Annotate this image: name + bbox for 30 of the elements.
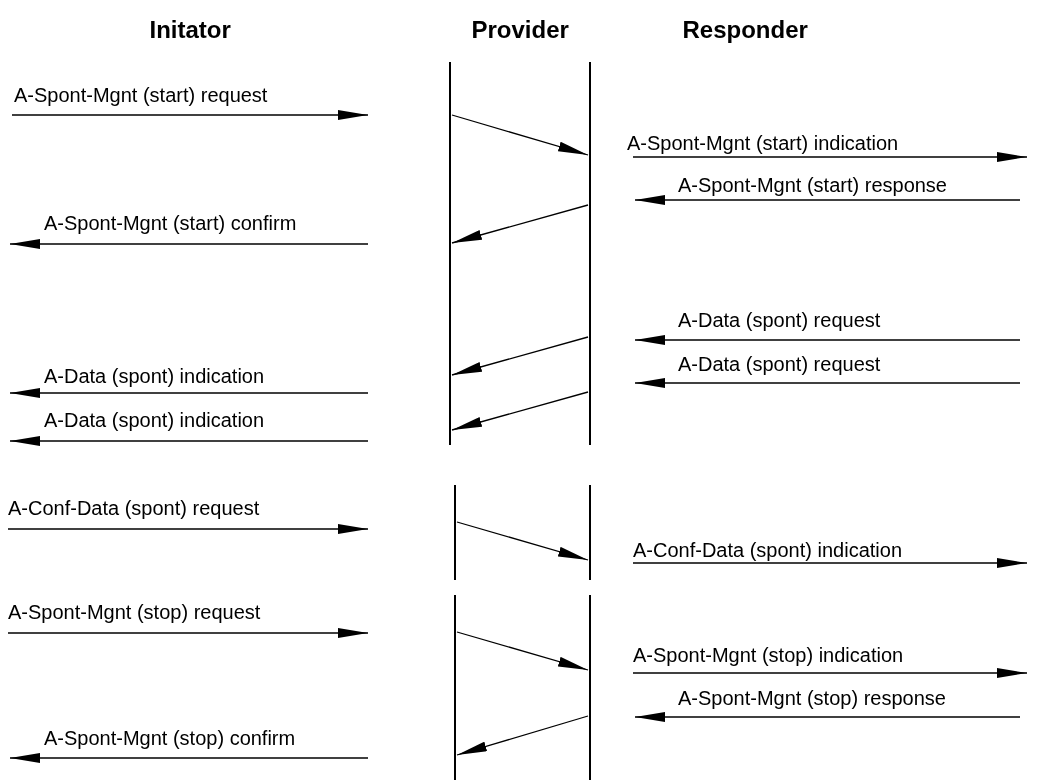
message-label: A-Spont-Mgnt (stop) request bbox=[8, 601, 261, 623]
message-arrow bbox=[451, 114, 589, 156]
lifeline bbox=[449, 62, 451, 445]
message-label: A-Spont-Mgnt (start) response bbox=[678, 174, 947, 196]
message-label: A-Spont-Mgnt (stop) indication bbox=[633, 644, 904, 666]
message-label: A-Spont-Mgnt (start) indication bbox=[627, 132, 899, 154]
message-label: A-Spont-Mgnt (stop) confirm bbox=[44, 727, 296, 749]
message-label: A-Data (spont) indication bbox=[44, 365, 265, 387]
column-heading: Responder bbox=[682, 16, 808, 44]
lifeline bbox=[589, 485, 591, 580]
lifeline bbox=[454, 595, 456, 780]
message-arrow bbox=[451, 336, 589, 376]
message-label: A-Data (spont) request bbox=[678, 309, 881, 331]
message-label: A-Conf-Data (spont) indication bbox=[633, 539, 902, 561]
message-arrow bbox=[451, 204, 589, 244]
lifeline bbox=[454, 485, 456, 580]
message-label: A-Spont-Mgnt (start) confirm bbox=[44, 212, 297, 234]
message-arrow bbox=[456, 631, 589, 671]
message-label: A-Data (spont) indication bbox=[44, 409, 265, 431]
message-arrow bbox=[451, 391, 589, 431]
lifeline bbox=[589, 595, 591, 780]
lifeline bbox=[589, 62, 591, 445]
message-label: A-Spont-Mgnt (stop) response bbox=[678, 687, 946, 709]
message-label: A-Data (spont) request bbox=[678, 353, 881, 375]
column-heading: Initator bbox=[149, 16, 231, 44]
message-label: A-Spont-Mgnt (start) request bbox=[14, 84, 268, 106]
message-arrow bbox=[456, 521, 589, 561]
column-heading: Provider bbox=[471, 16, 569, 44]
message-arrow bbox=[456, 715, 589, 756]
message-label: A-Conf-Data (spont) request bbox=[8, 497, 260, 519]
